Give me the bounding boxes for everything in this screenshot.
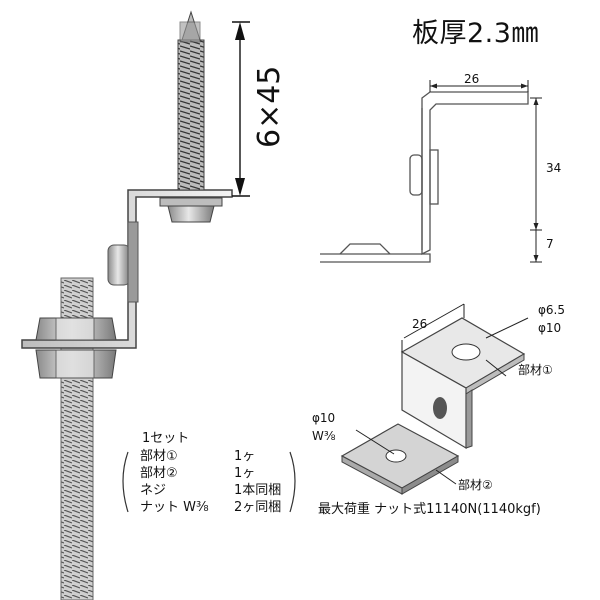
self-drilling-screw bbox=[177, 39, 205, 191]
plate-thickness-title: 板厚2.3㎜ bbox=[412, 18, 539, 49]
side-height-label: 34 bbox=[546, 161, 562, 175]
side-thread-label: W⅜ bbox=[312, 429, 336, 443]
assembly-illustration bbox=[21, 10, 233, 600]
side-view-dimensions bbox=[429, 80, 542, 263]
side-hole-label: φ10 bbox=[312, 411, 336, 425]
isometric-drawing bbox=[340, 317, 526, 495]
screw-dimension bbox=[232, 21, 250, 197]
part2-label: 部材② bbox=[458, 478, 493, 492]
set-list-bracket bbox=[122, 451, 129, 513]
set-item-1: 部材① bbox=[140, 449, 178, 464]
set-item-3: ネジ bbox=[140, 483, 167, 498]
set-qty-2: 1ヶ bbox=[234, 466, 256, 481]
set-heading: 1セット bbox=[142, 431, 190, 446]
set-qty-4: 2ヶ同梱 bbox=[234, 500, 282, 515]
hole-small-label: φ6.5 bbox=[538, 303, 565, 317]
side-foot-label: 7 bbox=[546, 237, 554, 251]
side-width-label: 26 bbox=[464, 72, 480, 86]
bracket-spacer bbox=[107, 244, 131, 286]
side-view-drawing bbox=[320, 91, 529, 263]
part1-label: 部材① bbox=[518, 363, 553, 377]
screw-size-label: 6×45 bbox=[252, 65, 287, 148]
part2-hole bbox=[385, 449, 407, 463]
set-item-2: 部材② bbox=[140, 466, 178, 481]
max-load-label: 最大荷重 ナット式11140N(1140kgf) bbox=[318, 502, 541, 517]
iso-width-label: 26 bbox=[412, 317, 428, 331]
isometric-dimensions bbox=[355, 303, 529, 485]
set-qty-3: 1本同梱 bbox=[234, 483, 282, 498]
hole-large-label: φ10 bbox=[538, 321, 562, 335]
set-list-bracket-right bbox=[289, 451, 296, 513]
part1-hole bbox=[451, 343, 481, 361]
set-item-4: ナット W⅜ bbox=[140, 500, 209, 515]
set-qty-1: 1ヶ bbox=[234, 449, 256, 464]
